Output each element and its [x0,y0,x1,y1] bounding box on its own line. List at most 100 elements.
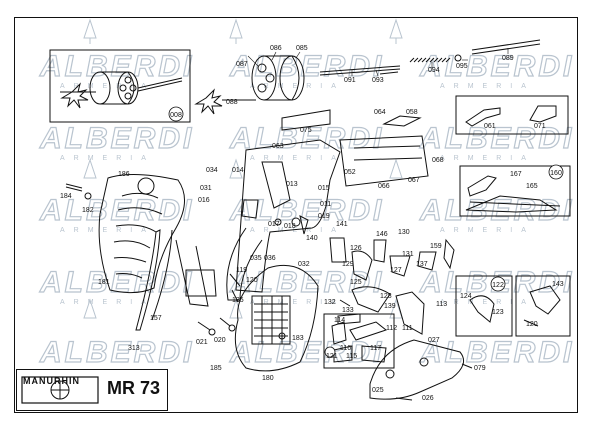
grip-screw [65,183,92,200]
part-label: 114 [334,317,345,324]
manurhin-logo-icon [21,376,99,404]
part-label: 119 [236,267,247,274]
part-label: 141 [336,221,348,228]
part-label: 026 [422,395,434,402]
part-label: 095 [456,63,468,70]
watermark-text: ALBERDI [419,122,574,155]
part-label: 116 [340,345,351,352]
part-label: 035 [250,255,262,262]
watermark-text: ALBERDI [419,50,574,83]
part-label: 061 [484,123,496,130]
part-label: 139 [384,303,396,310]
part-label: 075 [300,127,312,134]
brand-maker: MANURHIN [23,376,80,386]
part-label: 111 [402,325,413,332]
part-label: 087 [236,61,248,68]
watermark-subtext: ARMERIA [250,83,345,90]
part-label: 088 [226,99,238,106]
watermark-text: ALBERDI [229,336,384,369]
part-label: 091 [344,77,356,84]
part-label: 071 [534,123,546,130]
grip-right [234,264,319,372]
part-label: 184 [60,193,72,200]
part-label: 064 [374,109,386,116]
part-label: 115 [346,353,357,360]
watermark-text: ALBERDI [229,194,384,227]
watermark-subtext: ARMERIA [250,227,345,234]
part-label: 021 [196,339,208,346]
inset-143 [515,275,571,337]
part-label: 124 [460,293,472,300]
part-label: 159 [430,243,442,250]
part-label: 027 [428,337,440,344]
part-label: 129 [342,261,354,268]
part-label: 032 [298,261,310,268]
watermark-subtext: ARMERIA [60,227,155,234]
part-label: 120 [246,277,258,284]
grip-left [98,173,185,294]
part-label: 034 [206,167,218,174]
part-label: 020 [214,337,226,344]
part-label: 123 [492,309,504,316]
part-label: 015 [318,185,330,192]
part-label: 016 [198,197,210,204]
part-label: 066 [378,183,390,190]
inset-122 [455,275,513,337]
part-label: 132 [324,299,336,306]
part-label: 181 [98,279,110,286]
inset-cylinder-assembly [49,49,191,123]
watermark-text: ALBERDI [419,336,574,369]
part-label: 036 [264,255,276,262]
watermark-subtext: ARMERIA [60,299,155,306]
watermark-text: ALBERDI [39,194,194,227]
watermark-subtext: ARMERIA [440,83,535,90]
part-label: 146 [376,231,388,238]
part-label: 086 [270,45,282,52]
watermark-subtext: ARMERIA [60,155,155,162]
part-label: 125 [350,279,362,286]
part-label: 013 [286,181,298,188]
part-label: 063 [272,143,284,150]
part-label: 093 [372,77,384,84]
part-label: 067 [408,177,420,184]
watermark-subtext: ARMERIA [440,155,535,162]
part-label: 135 [232,297,244,304]
part-label: 117 [370,345,381,352]
part-labels: 086 085 087 088 091 093 094 095 089 064 … [60,45,564,402]
watermark-subtext: ARMERIA [250,299,345,306]
watermark-text: ALBERDI [39,266,194,299]
part-label: 128 [380,293,392,300]
part-label: 089 [502,55,514,62]
watermark-subtext: ARMERIA [440,299,535,306]
part-label: 025 [372,387,384,394]
part-label: 185 [210,365,222,372]
inset-hand-parts [323,313,395,369]
part-label: 186 [118,171,130,178]
small-pins [197,273,286,340]
part-label: 165 [526,183,538,190]
part-label: 140 [306,235,318,242]
part-label: 143 [552,281,564,288]
part-label: 112 [386,325,397,332]
watermark-subtext: ARMERIA [60,83,155,90]
inset-hammer-trigger [459,165,571,217]
part-label: 180 [262,375,274,382]
part-label: 126 [350,245,362,252]
watermark-text: ALBERDI [39,50,194,83]
brand-model: MR 73 [107,378,161,398]
watermark-subtext: ARMERIA [250,155,345,162]
part-label: 079 [474,365,486,372]
part-label: 121 [326,353,338,360]
diagram-frame [14,17,578,413]
part-label: 313 [128,345,140,352]
part-label: 031 [200,185,212,192]
watermark-subtext: ARMERIA [440,227,535,234]
cylinder [194,55,305,115]
mainspring-strut [135,229,217,331]
part-label: 052 [344,169,356,176]
frame-and-barrel [226,109,429,301]
part-label: 019 [318,213,330,220]
part-label: 085 [296,45,308,52]
